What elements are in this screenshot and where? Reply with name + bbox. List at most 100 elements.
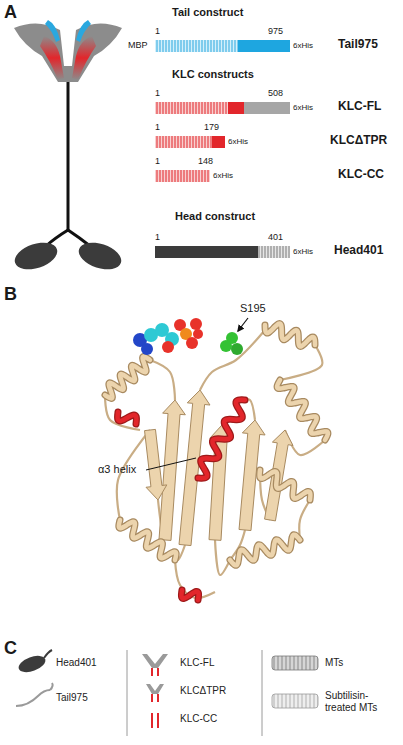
klc-fl-icon [151,668,153,676]
tag-label: 6xHis [293,41,313,50]
tail-icon [16,690,50,706]
atom-sphere [220,340,232,352]
head-icon [16,653,47,676]
legend-entry: KLC-CC [180,713,217,725]
head-bar-hatched [258,246,290,258]
nucleotide-spheres [133,318,203,355]
helix-ribbon [181,590,198,600]
construct-name: KLCΔTPR [330,134,387,148]
protein-structure [105,324,328,600]
leader-line [146,458,196,470]
protein-loop [299,500,310,540]
helix-outline [105,357,150,399]
legend-entry: KLC-FL [180,657,214,669]
tail-bar-solid [238,40,290,52]
alpha-helix [277,380,328,440]
tag-label: 6xHis [293,103,313,112]
heavy-chain-tail [14,23,122,82]
helix-ribbon [119,520,176,560]
atom-sphere [162,341,174,353]
klc-bar-hatched [155,136,212,148]
klc-dtpr-icon [151,694,153,702]
helix-outline [260,470,311,500]
callout-label: α3 helix [98,463,136,476]
helix-ribbon [118,412,137,424]
residue-number: 148 [198,156,213,166]
residue-number: 1 [155,122,160,132]
helix-outline [230,535,300,566]
protein-loop [280,345,322,380]
divider [262,650,263,736]
legend-label: KLC-FL [180,657,214,669]
panel-letter: C [4,638,17,659]
head-icon [44,650,52,658]
light-chain [72,36,96,80]
motor-head [11,238,60,274]
alpha-helix [260,470,311,500]
legend-label: MTs [325,657,343,669]
helix-ribbon [198,400,245,478]
legend-label: KLCΔTPR [180,685,226,697]
residue-number: 1 [155,26,160,36]
legend-entry: MTs [325,657,343,669]
alpha-helix [230,535,300,566]
construct-name: Tail975 [338,38,378,52]
alpha-helix [105,357,150,399]
tail-bar-hatched [155,40,238,52]
klc-dtpr-icon [157,694,159,702]
stalk [67,78,70,232]
section-heading: Tail construct [172,6,243,19]
helix-outline [198,400,245,478]
leader-arrow [238,318,248,331]
serine-spheres [220,332,243,355]
legend-label: Tail975 [56,692,88,704]
tag-label: 6xHis [213,171,233,180]
atom-sphere [141,343,153,355]
microtubule-icon [272,656,318,670]
tail-tip [45,20,60,42]
beta-strand [145,429,167,500]
residue-number: 1 [155,156,160,166]
residue-number: 401 [268,232,283,242]
motor-head [75,238,124,274]
head-bar-solid [155,246,258,258]
tag-label: 6xHis [293,247,313,256]
klc-bar-hatched [155,170,210,182]
protein-loop [200,330,265,390]
helix-ribbon [105,357,150,399]
callout-label: S195 [240,302,266,315]
legend-entry: Tail975 [56,692,88,704]
klc-bar-solid [228,102,244,114]
legend-entry: Head401 [56,657,97,669]
helix-outline [118,412,137,424]
legend-label: Head401 [56,657,97,669]
helix-ribbon [277,380,328,440]
legend-entry: KLCΔTPR [180,685,226,697]
residue-number: 1 [155,232,160,242]
construct-name: KLC-CC [338,168,384,182]
construct-name: KLC-FL [338,100,381,114]
helix-ribbon [265,324,315,347]
helix-outline [265,324,315,347]
klc-cc-icon [157,713,159,728]
helix-ribbon [260,470,311,500]
klc-fl-icon [157,668,159,676]
atom-sphere [193,329,203,339]
section-heading: Head construct [175,210,255,223]
construct-bars [155,40,290,258]
alpha-helix [118,412,137,424]
alpha-helix [265,324,315,347]
atom-sphere [190,318,202,330]
divider [127,650,128,736]
residue-number: 179 [204,122,219,132]
residue-number: 508 [268,88,283,98]
helix-outline [119,520,176,560]
klc-dtpr-icon [146,684,164,694]
tag-label: MBP [128,40,148,50]
klc-bar-hatched [155,102,228,114]
helix-outline [277,380,328,440]
panel-c-icons [16,650,318,736]
atom-sphere [231,343,243,355]
klc-bar-solid [212,136,225,148]
legend-label: Subtilisin-treated MTs [325,690,399,714]
